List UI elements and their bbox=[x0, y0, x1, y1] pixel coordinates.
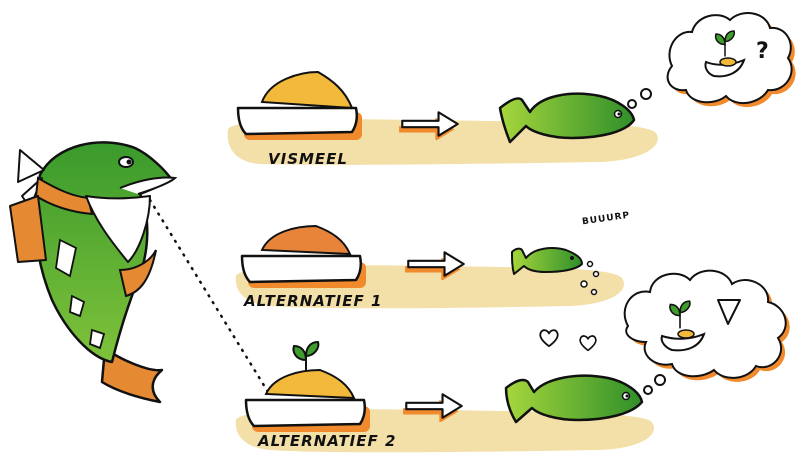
row-label-vismeel: VISMEEL bbox=[268, 150, 348, 168]
row-label-alternatief-1: ALTERNATIEF 1 bbox=[244, 292, 382, 310]
feed-bowl-icon bbox=[238, 72, 362, 140]
thought-bubble-icon bbox=[625, 271, 790, 394]
heart-icon bbox=[540, 330, 557, 346]
feed-bowl-icon bbox=[242, 226, 366, 288]
heart-icon bbox=[580, 336, 596, 350]
row-label-alternatief-2: ALTERNATIEF 2 bbox=[258, 432, 396, 450]
chef-fish-icon bbox=[10, 142, 175, 402]
thought-bubble-icon: ? bbox=[628, 13, 796, 108]
question-mark: ? bbox=[756, 39, 769, 64]
feed-bowl-icon bbox=[246, 342, 370, 432]
row-vismeel: ? bbox=[228, 13, 796, 165]
